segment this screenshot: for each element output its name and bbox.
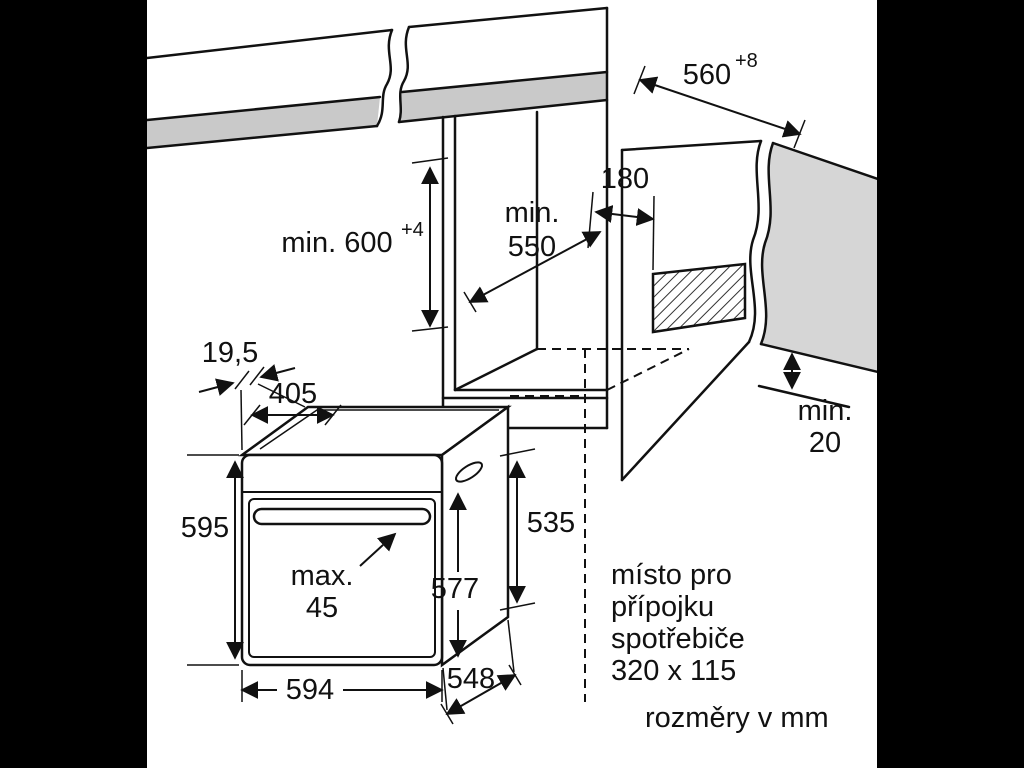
countertop-front-face-2 [399,72,607,122]
dim-label-595: 595 [181,512,229,544]
dim-label-577: 577 [431,573,479,605]
oven [238,404,512,668]
units-note: rozměry v mm [645,702,829,734]
dim-label-550: 550 [508,231,556,263]
dim-label-20: 20 [809,427,841,459]
dim-handle-45: max. 45 [291,532,397,624]
break-wave-left [375,28,394,128]
connection-note-line3: spotřebiče [611,623,745,655]
break-wave-right [397,25,411,124]
letterbox-left [0,0,147,768]
break-wave-slab [759,141,775,346]
dim-label-560: 560 [683,59,731,91]
dim-label-594: 594 [286,674,334,706]
connection-note-size: 320 x 115 [611,655,736,687]
dim-label-180: 180 [601,163,649,195]
dim-top-depth-405: 405 [243,378,342,426]
right-slab [761,143,877,372]
dim-niche-height-600: min. 600 +4 [281,157,449,332]
oven-handle [252,507,432,526]
dim-label-20-min: min. [798,395,853,427]
dim-oven-depth-548: 548 [440,619,522,725]
break-wave-panel [747,139,763,344]
dim-label-550-min: min. [505,197,560,229]
oven-door [248,498,436,658]
dim-side-height-535: 535 [499,448,575,611]
countertop-front-face [147,97,380,148]
dim-label-560-tolerance: +8 [735,50,758,72]
dim-oven-height-595: 595 [181,454,244,666]
connection-note-line2: přípojku [611,591,714,623]
niche-floor-edge [453,347,539,392]
connection-note-line1: místo pro [611,559,732,591]
dim-label-19-5: 19,5 [202,337,258,369]
connection-note: místo pro přípojku spotřebiče 320 x 115 [611,559,745,687]
dim-label-548: 548 [447,663,495,695]
diagram-canvas: 560 +8 min. 600 +4 min. 550 [147,0,877,768]
dim-niche-depth-550: min. 550 [463,197,602,313]
vent-cutout [651,262,747,334]
dim-offset-19-5: 19,5 [198,337,306,451]
hidden-edges [510,348,690,702]
cabinet-niche [441,6,609,430]
dim-niche-width-560: 560 +8 [633,50,806,149]
letterbox-right [877,0,1024,768]
countertop-left [147,6,609,150]
dim-label-405: 405 [269,378,317,410]
dim-label-45-max: max. [291,560,354,592]
dim-rear-gap-20: min. 20 [783,352,853,459]
right-floor-edge [757,384,851,409]
dim-door-height-577: 577 [431,492,479,658]
dim-label-535: 535 [527,507,575,539]
vent-hatch [651,262,747,334]
grip-slot [455,461,483,483]
dim-vent-offset-180: 180 [587,163,655,271]
countertop-right [757,141,877,409]
dim-label-600: min. 600 [281,227,392,259]
dim-oven-width-594: 594 [240,670,444,706]
dim-label-600-tolerance: +4 [401,219,424,241]
dim-label-45: 45 [306,592,338,624]
oven-installation-drawing: 560 +8 min. 600 +4 min. 550 [147,6,877,734]
